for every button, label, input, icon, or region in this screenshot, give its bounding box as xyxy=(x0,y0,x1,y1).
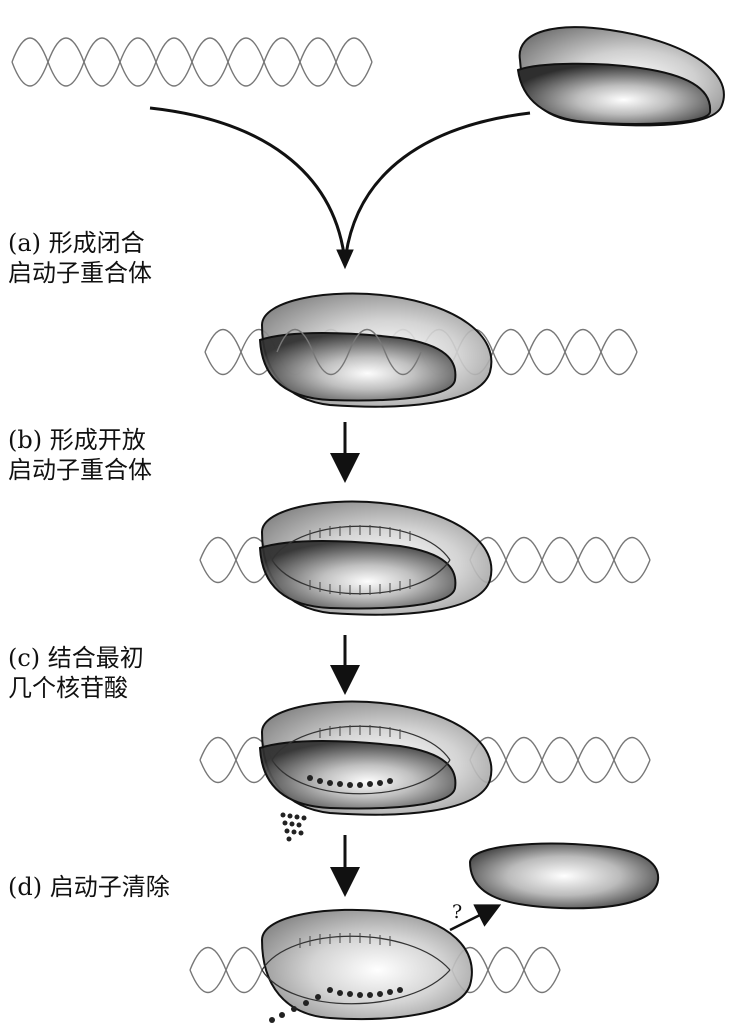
elongation-complex xyxy=(189,908,561,1023)
step-b-line2: 启动子重合体 xyxy=(8,456,152,484)
transcription-bubble xyxy=(271,525,451,595)
step-c-label: (c) 结合最初 几个核苷酸 xyxy=(8,643,144,703)
closed-promoter-complex xyxy=(204,292,638,408)
rna-polymerase-holoenzyme-icon xyxy=(516,26,725,127)
open-promoter-complex xyxy=(199,500,651,616)
initial-transcribing-complex xyxy=(199,700,651,842)
step-b-line1: (b) 形成开放 xyxy=(8,426,146,454)
dna-helix-icon xyxy=(199,537,651,583)
step-d-line1: (d) 启动子清除 xyxy=(8,873,170,901)
step-b-label: (b) 形成开放 启动子重合体 xyxy=(8,425,152,485)
abortive-rna-fragments xyxy=(280,812,307,842)
release-arrow-icon: ? xyxy=(449,901,502,932)
step-a-line1: (a) 形成闭合 xyxy=(8,229,145,257)
dna-helix-icon xyxy=(189,947,561,993)
step-a-label: (a) 形成闭合 启动子重合体 xyxy=(8,228,152,288)
step-a-line2: 启动子重合体 xyxy=(8,259,152,287)
step-d-label: (d) 启动子清除 xyxy=(8,872,170,902)
step-c-line2: 几个核苷酸 xyxy=(8,674,128,702)
sigma-factor-icon xyxy=(468,842,660,910)
dna-helix-icon xyxy=(11,37,373,87)
question-mark: ? xyxy=(452,901,462,923)
step-c-line1: (c) 结合最初 xyxy=(8,644,144,672)
transcription-bubble xyxy=(261,933,451,1023)
transcription-bubble xyxy=(271,725,451,795)
converging-arrows xyxy=(149,106,531,270)
